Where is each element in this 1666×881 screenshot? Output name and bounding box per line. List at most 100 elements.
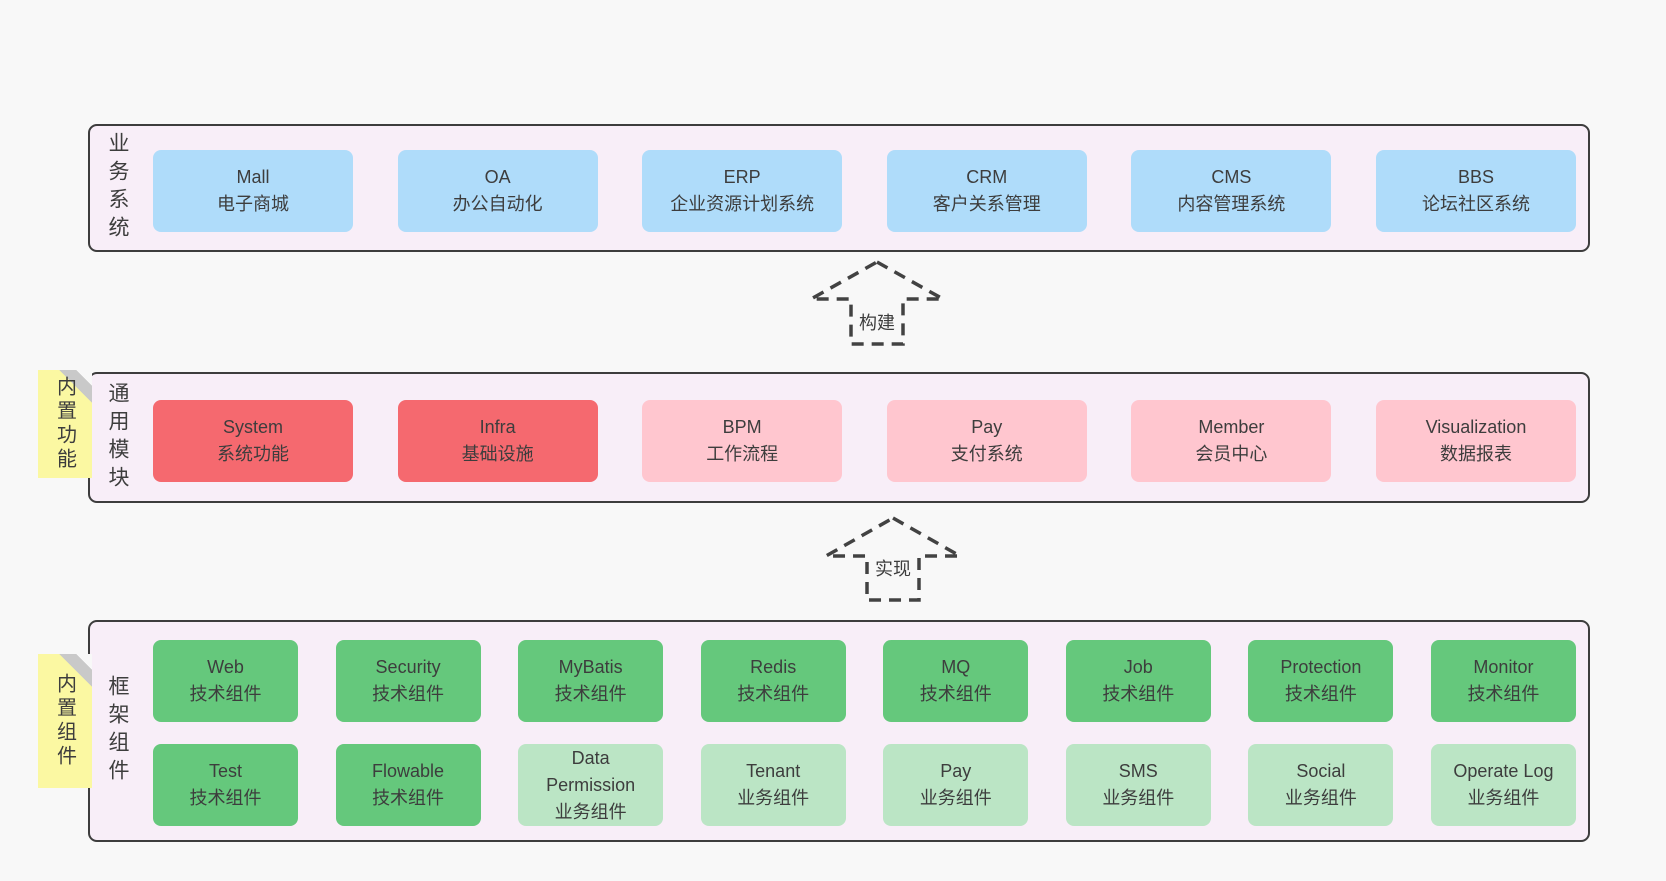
- box-title: Web: [207, 657, 244, 677]
- box-title: Tenant: [746, 761, 801, 781]
- box-subtitle: 客户关系管理: [932, 194, 1041, 214]
- box-subtitle: 办公自动化: [452, 194, 543, 214]
- box-subtitle: 企业资源计划系统: [670, 194, 815, 214]
- box-monitor: Monitor 技术组件: [1430, 640, 1576, 722]
- box-system: System 系统功能: [153, 400, 353, 482]
- box-subtitle: 内容管理系统: [1177, 194, 1286, 214]
- box-title: Mall: [236, 167, 270, 187]
- box-subtitle: 技术组件: [554, 684, 627, 704]
- box-subtitle: 技术组件: [919, 684, 992, 704]
- box-subtitle: 技术组件: [372, 788, 445, 808]
- box-social: Social 业务组件: [1248, 744, 1394, 826]
- components-box-row-2: Test 技术组件 Flowable 技术组件 Data Permission …: [153, 744, 1576, 826]
- layer-label-modules: 通用模块: [106, 381, 129, 494]
- box-flowable: Flowable 技术组件: [335, 744, 481, 826]
- box-security: Security 技术组件: [335, 640, 481, 722]
- components-box-row-1: Web 技术组件 Security 技术组件 MyBatis 技术组件 Redi…: [153, 640, 1576, 722]
- box-subtitle: 会员中心: [1195, 444, 1268, 464]
- box-title: Redis: [750, 657, 797, 677]
- box-title: Security: [375, 657, 441, 677]
- layer-business-systems: 业务系统 Mall 电子商城 OA 办公自动化 ERP 企业资源计划系统 CRM…: [88, 124, 1590, 252]
- box-data-permission: Data Permission 业务组件: [518, 744, 664, 826]
- box-job: Job 技术组件: [1065, 640, 1211, 722]
- box-title: Operate Log: [1453, 761, 1554, 781]
- box-title: Protection: [1280, 657, 1362, 677]
- box-protection: Protection 技术组件: [1248, 640, 1394, 722]
- build-arrow-label: 构建: [855, 308, 899, 336]
- sticky-note-built-in-components: 内置组件: [38, 654, 92, 788]
- box-title: Test: [208, 761, 242, 781]
- box-title: BBS: [1457, 167, 1494, 187]
- box-title: Member: [1198, 417, 1265, 437]
- sticky-note-built-in-features: 内置功能: [38, 370, 92, 478]
- box-sms: SMS 业务组件: [1065, 744, 1211, 826]
- box-visualization: Visualization 数据报表: [1375, 400, 1576, 482]
- box-subtitle: 技术组件: [189, 684, 262, 704]
- box-title: Data Permission: [546, 747, 636, 795]
- box-title: Visualization: [1425, 417, 1527, 437]
- box-title: MQ: [941, 657, 971, 677]
- box-subtitle: 系统功能: [217, 444, 289, 464]
- box-subtitle: 业务组件: [1102, 788, 1175, 808]
- box-subtitle: 技术组件: [1102, 684, 1175, 704]
- box-bbs: BBS 论坛社区系统: [1375, 150, 1576, 232]
- box-subtitle: 技术组件: [189, 788, 262, 808]
- box-subtitle: 业务组件: [737, 788, 810, 808]
- box-operate-log: Operate Log 业务组件: [1430, 744, 1576, 826]
- box-subtitle: 业务组件: [919, 788, 992, 808]
- box-title: MyBatis: [558, 657, 623, 677]
- box-bpm: BPM 工作流程: [642, 400, 843, 482]
- box-title: OA: [484, 167, 511, 187]
- build-arrow-icon: [804, 259, 950, 346]
- box-title: SMS: [1118, 761, 1158, 781]
- box-subtitle: 论坛社区系统: [1421, 194, 1530, 214]
- layer-label-business: 业务系统: [106, 132, 129, 244]
- box-subtitle: 支付系统: [950, 444, 1023, 464]
- box-tenant: Tenant 业务组件: [700, 744, 846, 826]
- box-subtitle: 技术组件: [737, 684, 810, 704]
- box-title: Infra: [479, 417, 516, 437]
- box-cms: CMS 内容管理系统: [1131, 150, 1332, 232]
- box-title: Pay: [971, 417, 1003, 437]
- box-pay-module: Pay 支付系统: [886, 400, 1087, 482]
- box-title: Job: [1123, 657, 1153, 677]
- box-subtitle: 工作流程: [706, 444, 779, 464]
- box-infra: Infra 基础设施: [397, 400, 598, 482]
- box-title: CMS: [1211, 167, 1252, 187]
- box-subtitle: 技术组件: [1284, 684, 1357, 704]
- note-text: 内置功能: [53, 376, 76, 472]
- box-subtitle: 电子商城: [217, 194, 289, 214]
- business-box-row: Mall 电子商城 OA 办公自动化 ERP 企业资源计划系统 CRM 客户关系…: [153, 150, 1576, 232]
- box-subtitle: 技术组件: [1467, 684, 1540, 704]
- modules-box-row: System 系统功能 Infra 基础设施 BPM 工作流程 Pay 支付系统…: [153, 400, 1576, 482]
- box-subtitle: 技术组件: [372, 684, 445, 704]
- note-text: 内置组件: [53, 673, 76, 769]
- box-crm: CRM 客户关系管理: [886, 150, 1087, 232]
- box-web: Web 技术组件: [153, 640, 298, 722]
- box-title: BPM: [722, 417, 762, 437]
- box-redis: Redis 技术组件: [700, 640, 846, 722]
- box-title: System: [222, 417, 283, 437]
- layer-label-components: 框架组件: [106, 675, 129, 787]
- layer-common-modules: 通用模块 System 系统功能 Infra 基础设施 BPM 工作流程 Pay…: [88, 372, 1590, 503]
- box-erp: ERP 企业资源计划系统: [642, 150, 843, 232]
- layer-framework-components: 框架组件 Web 技术组件 Security 技术组件 MyBatis 技术组件…: [88, 620, 1590, 842]
- box-member: Member 会员中心: [1131, 400, 1332, 482]
- implement-arrow-label: 实现: [871, 554, 915, 582]
- box-title: CRM: [966, 167, 1008, 187]
- box-mybatis: MyBatis 技术组件: [518, 640, 664, 722]
- box-oa: OA 办公自动化: [397, 150, 598, 232]
- box-mq: MQ 技术组件: [883, 640, 1029, 722]
- box-title: Monitor: [1473, 657, 1534, 677]
- box-title: Flowable: [372, 761, 445, 781]
- implement-arrow-icon: [819, 515, 967, 602]
- box-subtitle: 业务组件: [1467, 788, 1540, 808]
- box-pay-component: Pay 业务组件: [883, 744, 1029, 826]
- box-mall: Mall 电子商城: [153, 150, 353, 232]
- box-test: Test 技术组件: [153, 744, 298, 826]
- box-subtitle: 数据报表: [1439, 444, 1512, 464]
- box-title: ERP: [723, 167, 761, 187]
- box-subtitle: 业务组件: [1284, 788, 1357, 808]
- box-subtitle: 基础设施: [461, 444, 534, 464]
